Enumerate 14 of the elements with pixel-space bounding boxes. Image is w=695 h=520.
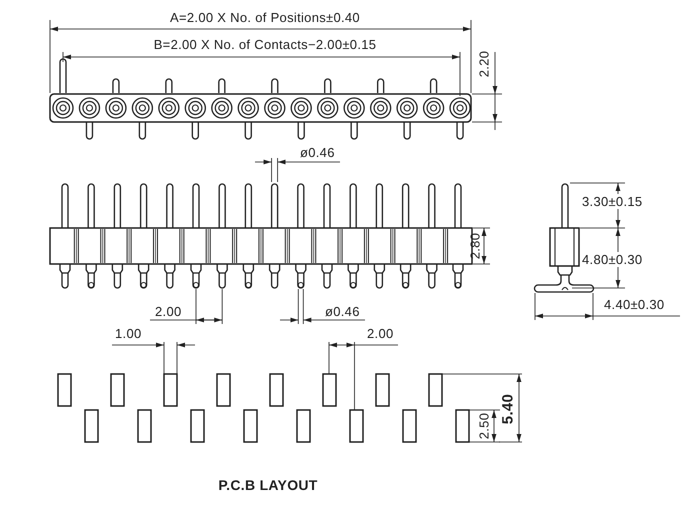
dimension-label: 5.40 [500,394,516,424]
dimension-label: 4.40±0.30 [604,298,664,311]
dimension-label: 1.00 [115,327,142,340]
dimension-label: A=2.00 X No. of Positions±0.40 [170,11,360,24]
dimension-label: B=2.00 X No. of Contacts−2.00±0.15 [154,38,376,51]
dimension-label: 2.00 [367,327,394,340]
dimension-label: 2.00 [155,305,182,318]
dimension-label: ø0.46 [300,146,335,159]
dimension-label: ø0.46 [325,305,360,318]
section-title: P.C.B LAYOUT [218,478,318,492]
dimension-label: 2.50 [478,412,490,440]
dimension-label: 2.20 [478,50,490,78]
dimension-label: 3.30±0.15 [582,194,642,209]
dimension-label: 4.80±0.30 [582,252,642,267]
